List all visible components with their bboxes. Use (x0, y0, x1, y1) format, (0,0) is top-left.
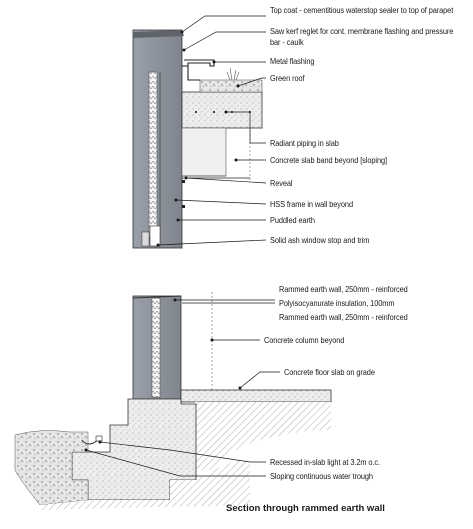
label-puddled-earth: Puddled earth (270, 215, 315, 225)
label-reveal: Reveal (270, 178, 293, 188)
label-green-roof: Green roof (270, 73, 305, 83)
label-concrete-column: Concrete column beyond (264, 335, 345, 345)
label-water-trough: Sloping continuous water trough (270, 471, 373, 481)
wall-insulation (148, 71, 158, 239)
lower-section (14, 292, 332, 510)
roof-slab (181, 91, 263, 129)
top-coat-sealer (133, 30, 184, 38)
label-metal-flashing: Metal flashing (270, 56, 315, 66)
label-window-stop: Solid ash window stop and trim (270, 235, 370, 245)
green-roof (199, 79, 263, 93)
upper-section (132, 15, 267, 249)
metal-flashing (184, 59, 215, 81)
label-saw-kerf-reglet: Saw kerf reglet for cont. membrane flash… (270, 26, 454, 36)
floor-slab (180, 389, 332, 403)
label-rammed-earth-wall-2: Rammed earth wall, 250mm - reinforced (279, 312, 408, 322)
label-hss-frame: HSS frame in wall beyond (270, 199, 353, 209)
label-floor-slab: Concrete floor slab on grade (284, 367, 375, 377)
label-radiant-piping: Radiant piping in slab (270, 138, 339, 148)
label-in-slab-light: Recessed in-slab light at 3.2m o.c. (270, 457, 380, 467)
label-top-coat: Top coat - cementitious waterstop sealer… (270, 5, 454, 15)
window-stop (149, 225, 161, 247)
drawing-caption: Section through rammed earth wall (226, 503, 385, 514)
label-saw-kerf-reglet-cont: bar - caulk (270, 37, 304, 47)
label-polyiso-insulation: Polyisocyanurate insulation, 100mm (279, 298, 395, 308)
label-rammed-earth-wall-1: Rammed earth wall, 250mm - reinforced (279, 284, 408, 294)
rammed-earth-parapet (132, 29, 183, 249)
label-concrete-slab-band: Concrete slab band beyond [sloping] (270, 155, 387, 165)
